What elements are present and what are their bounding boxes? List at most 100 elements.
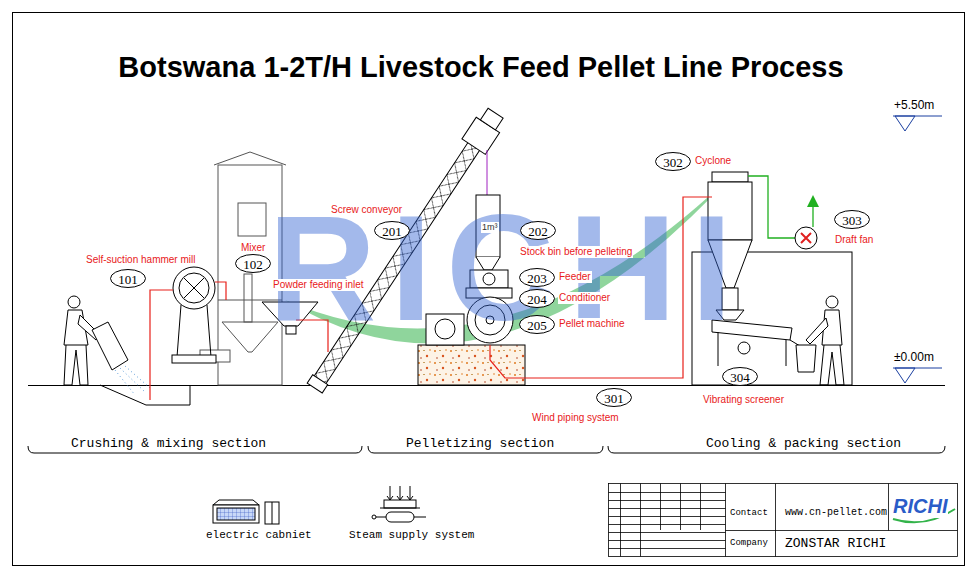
callout-number: 303 (842, 211, 862, 230)
elevation-marker (895, 368, 915, 383)
cyclone (716, 310, 744, 320)
powder-inlet-hopper (286, 326, 296, 334)
mixer (214, 152, 286, 165)
pellet-mill-unit (486, 316, 494, 324)
steam-supply-symbol (386, 512, 414, 522)
symbol-caption: Steam supply system (348, 529, 475, 542)
mixer (244, 274, 252, 322)
material-flow-line (490, 197, 712, 378)
callout-bubble: 102Mixer (235, 254, 271, 273)
table-cell: Company (729, 538, 769, 549)
callout-number: 304 (730, 368, 750, 387)
discharge-pipe (487, 150, 488, 195)
hammer-mill (179, 273, 209, 303)
pellet-mill-unit (426, 314, 464, 345)
vibrating-screener (712, 320, 800, 366)
pellet-mill-unit (435, 319, 455, 339)
vibrating-screener (738, 342, 750, 354)
callout-bubble: 201Screw conveyor (374, 221, 410, 240)
page-frame (13, 13, 965, 566)
part-name: Screw conveyor (330, 204, 403, 216)
title-block (609, 484, 958, 557)
screw-conveyor (307, 375, 328, 393)
company-logo: RICHI (892, 494, 948, 518)
section-bracket (28, 446, 362, 453)
powder-inlet-hopper (262, 302, 318, 334)
logo-swoosh (893, 509, 955, 522)
symbol-caption: electric cabniet (205, 529, 313, 542)
electric-cabinet-symbol (213, 500, 259, 505)
hammer-mill (184, 278, 204, 298)
part-name: Self-suction hammer mill (85, 254, 196, 266)
discharge-pipe (487, 150, 488, 195)
callout-bubble: 204Conditioner (519, 289, 555, 308)
part-name: Powder feeding inlet (272, 279, 365, 291)
callout-bubble: 303Draft fan (834, 210, 870, 229)
cyclone (708, 182, 752, 240)
elevation-label: ±0.00m (893, 350, 935, 364)
worker-figure (796, 296, 844, 385)
worker-figure (64, 345, 88, 385)
page-frame (13, 13, 965, 566)
vibrating-screener (712, 320, 792, 340)
cyclone (722, 288, 738, 310)
volume-note: 1m³ (481, 222, 499, 233)
concrete-base (418, 345, 525, 385)
section-label: Pelletizing section (405, 436, 555, 452)
material-flow-line (150, 197, 712, 400)
electric-cabinet-symbol (213, 500, 279, 524)
electric-cabinet-symbol (217, 508, 255, 520)
draft-fan (795, 227, 817, 249)
section-bracket (368, 446, 603, 453)
pellet-mill-unit (466, 288, 512, 298)
worker-figure (115, 366, 150, 395)
hammer-mill (172, 267, 216, 363)
steam-supply-symbol (387, 496, 413, 500)
title-block (609, 493, 726, 549)
vibrating-screener (718, 332, 800, 366)
worker-figure (820, 345, 844, 385)
draft-fan (748, 176, 795, 238)
electric-cabinet-symbol (213, 505, 259, 523)
title-block (609, 484, 958, 557)
callout-number: 301 (604, 389, 624, 408)
table-cell: Contact (729, 508, 769, 519)
callout-bubble: 205Pellet machine (519, 315, 555, 334)
hammer-mill (177, 305, 211, 357)
feed-pit (100, 385, 190, 405)
draft-fan (801, 233, 811, 243)
draft-fan (807, 195, 819, 207)
logo-swoosh (893, 509, 955, 522)
callout-number: 205 (527, 316, 547, 335)
worker-figure (68, 296, 80, 308)
part-name: Wind piping system (531, 412, 620, 424)
part-name: Stock bin before pelleting (519, 246, 633, 258)
worker-figure (826, 296, 838, 308)
elevation-label: +5.50m (893, 98, 935, 112)
table-cell: www.cn-pellet.com (784, 507, 888, 519)
powder-inlet-hopper (262, 302, 318, 326)
table-cell: ZONSTAR RICHI (784, 536, 887, 552)
section-bracket (28, 446, 945, 453)
pellet-mill-unit (475, 305, 505, 335)
callout-bubble: 304Vibrating screener (722, 367, 758, 386)
title-block (621, 484, 701, 557)
steam-supply-symbol (380, 508, 420, 509)
steam-supply-symbol (376, 517, 426, 518)
material-flow-line (150, 290, 173, 400)
callout-bubble: 301Wind piping system (596, 388, 632, 407)
section-label: Crushing & mixing section (70, 436, 267, 452)
mixer (200, 152, 286, 385)
callout-bubble: 203Feeder (519, 268, 555, 287)
steam-supply-symbol (390, 486, 410, 500)
part-name: Draft fan (834, 234, 874, 246)
electric-cabinet-symbol (265, 502, 279, 524)
cyclone (712, 172, 748, 182)
mixer (222, 322, 278, 352)
pellet-mill-unit (476, 257, 500, 270)
callout-bubble: 101Self-suction hammer mill (110, 269, 146, 288)
callout-number: 204 (527, 290, 547, 309)
section-bracket (608, 446, 945, 453)
